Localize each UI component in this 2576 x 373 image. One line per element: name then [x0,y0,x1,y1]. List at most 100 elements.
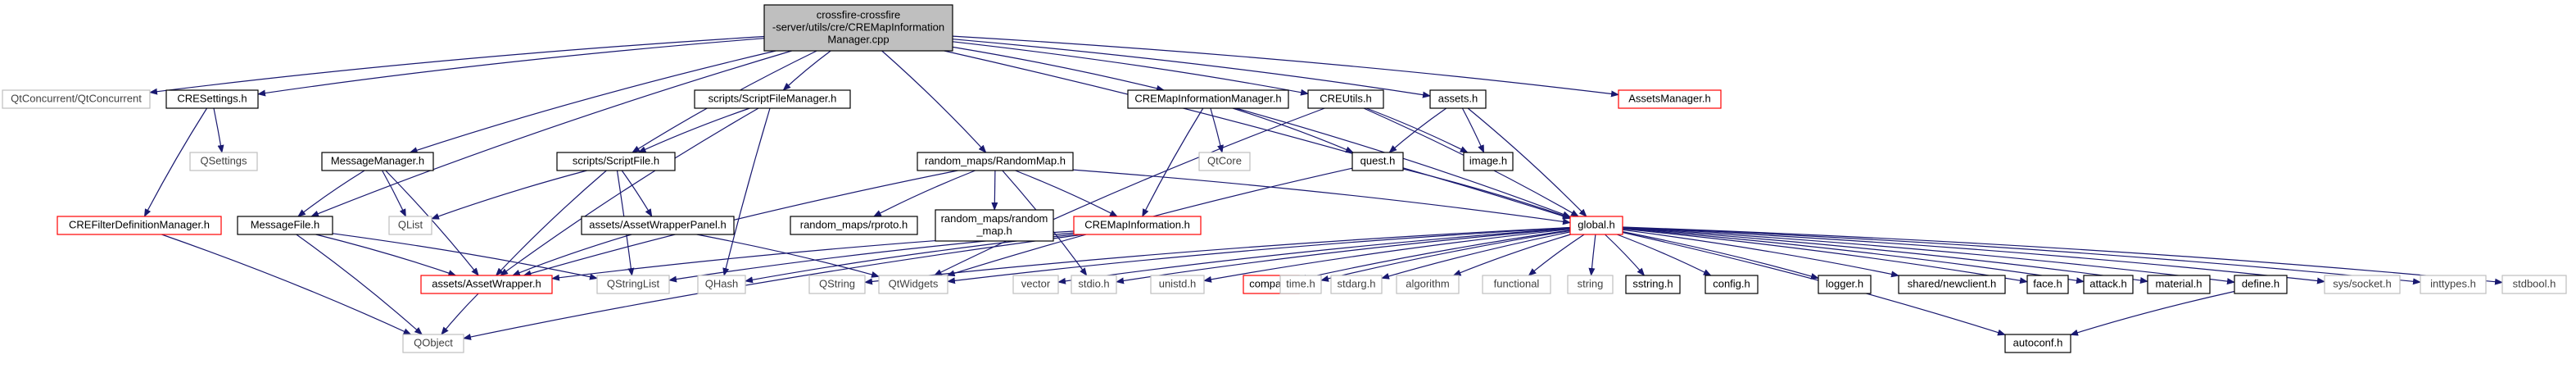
node-qhash[interactable]: QHash [697,275,746,294]
node-qlist[interactable]: QList [388,216,432,235]
node-qstringlist[interactable]: QStringList [596,275,670,294]
node-box-time [1279,275,1322,294]
node-label-randommap: random_maps/RandomMap.h [925,155,1066,167]
node-randommap[interactable]: random_maps/RandomMap.h [917,152,1074,171]
node-syssocket[interactable]: sys/socket.h [2324,275,2401,294]
edge-global-to-inttypes [1622,226,2421,285]
node-box-quest [1351,152,1404,171]
node-stdarg[interactable]: stdarg.h [1330,275,1383,294]
node-assets[interactable]: assets.h [1429,89,1487,109]
node-image[interactable]: image.h [1463,152,1514,171]
node-global[interactable]: global.h [1569,216,1623,235]
node-autoconf[interactable]: autoconf.h [2004,334,2071,353]
node-box-qhash [697,275,746,294]
node-box-qlist [388,216,432,235]
node-define[interactable]: define.h [2234,275,2288,294]
node-box-creutils [1307,89,1384,109]
node-unistd[interactable]: unistd.h [1150,275,1205,294]
node-inttypes[interactable]: inttypes.h [2420,275,2487,294]
node-box-material [2147,275,2211,294]
edge-messagefile-to-assetwrapper [315,234,457,276]
node-material[interactable]: material.h [2147,275,2211,294]
node-box-sstring [1625,275,1681,294]
node-label-time: time.h [1286,278,1315,290]
edge-global-to-time [1320,230,1571,282]
node-config[interactable]: config.h [1705,275,1759,294]
node-scriptfilemanager[interactable]: scripts/ScriptFileManager.h [694,89,851,109]
node-vector[interactable]: vector [1012,275,1059,294]
node-box-string [1567,275,1614,294]
node-creutils[interactable]: CREUtils.h [1307,89,1384,109]
node-qstring[interactable]: QString [808,275,866,294]
node-functional[interactable]: functional [1482,275,1551,294]
edge-messagemanager-to-assetwrapper [385,170,479,276]
node-box-stdarg [1330,275,1383,294]
node-cremapinfo[interactable]: CREMapInformation.h [1073,216,1202,235]
node-messagemanager[interactable]: MessageManager.h [321,152,434,171]
node-label-assetwrapperpanel: assets/AssetWrapperPanel.h [589,219,726,231]
edge-global-to-stdbool [1622,226,2503,285]
edge-messagemanager-to-messagefile [297,170,365,217]
node-newclient[interactable]: shared/newclient.h [1898,275,2006,294]
node-label-messagefile: MessageFile.h [251,219,320,231]
node-rproto[interactable]: random_maps/rproto.h [790,216,918,235]
node-box-qtwidgets [878,275,948,294]
node-label-random_map: random_maps/random [941,212,1048,225]
node-qsettings[interactable]: QSettings [189,152,258,171]
edges-layer [143,35,2503,340]
node-time[interactable]: time.h [1279,275,1322,294]
node-assetwrapper[interactable]: assets/AssetWrapper.h [420,275,553,294]
node-stdbool[interactable]: stdbool.h [2501,275,2567,294]
node-attack[interactable]: attack.h [2083,275,2134,294]
node-box-random_map [935,209,1054,242]
node-crefilter[interactable]: CREFilterDefinitionManager.h [57,216,222,235]
edge-root-to-creutils [952,41,1309,96]
node-quest[interactable]: quest.h [1351,152,1404,171]
edge-assetwrapperpanel-to-qtwidgets [696,234,880,278]
node-scriptfile[interactable]: scripts/ScriptFile.h [556,152,676,171]
node-stdio[interactable]: stdio.h [1071,275,1117,294]
node-label-quest: quest.h [1360,155,1396,167]
edge-scriptfile-to-assetwrapper [495,170,607,276]
node-cresettings[interactable]: CRESettings.h [165,89,259,109]
node-cremapinfomgr[interactable]: CREMapInformationManager.h [1127,89,1289,109]
nodes-layer: crossfire-crossfire-server/utils/cre/CRE… [2,4,2567,353]
node-label-algorithm: algorithm [1406,278,1449,290]
node-box-messagefile [237,216,333,235]
node-box-global [1569,216,1623,235]
edge-scriptfilemanager-to-assetwrapper [500,107,759,276]
node-assetsmanager[interactable]: AssetsManager.h [1618,89,1722,109]
node-messagefile[interactable]: MessageFile.h [237,216,333,235]
node-label-define: define.h [2242,278,2279,290]
node-label-root: crossfire-crossfire [817,9,901,21]
node-qtwidgets[interactable]: QtWidgets [878,275,948,294]
edge-cremapinfomgr-to-global [1235,107,1571,218]
edge-cremapinfomgr-to-quest [1232,107,1354,153]
node-sstring[interactable]: sstring.h [1625,275,1681,294]
edge-global-to-material [1622,227,2148,284]
node-string[interactable]: string [1567,275,1614,294]
node-root[interactable]: crossfire-crossfire-server/utils/cre/CRE… [763,4,953,52]
node-label-scriptfilemanager: scripts/ScriptFileManager.h [709,93,837,105]
node-assetwrapperpanel[interactable]: assets/AssetWrapperPanel.h [581,216,735,235]
node-box-root [763,4,953,52]
node-label-assetwrapper: assets/AssetWrapper.h [432,278,541,290]
edge-messagemanager-to-qlist [382,170,406,217]
node-qobject[interactable]: QObject [402,334,464,353]
node-logger[interactable]: logger.h [1818,275,1872,294]
node-random_map[interactable]: random_maps/random_map.h [935,209,1054,242]
node-algorithm[interactable]: algorithm [1396,275,1460,294]
node-label-cremapinfo: CREMapInformation.h [1084,219,1190,231]
edge-global-to-vector [1057,227,1571,284]
node-qtconcurrent[interactable]: QtConcurrent/QtConcurrent [2,89,151,109]
node-qtcore[interactable]: QtCore [1198,152,1251,171]
node-box-algorithm [1396,275,1460,294]
node-box-assetwrapper [420,275,553,294]
edge-global-to-stdarg [1381,231,1571,280]
edge-global-to-sstring [1605,234,1646,276]
node-box-rproto [790,216,918,235]
node-face[interactable]: face.h [2026,275,2069,294]
node-box-messagemanager [321,152,434,171]
edge-global-to-string [1588,234,1596,276]
node-label-autoconf: autoconf.h [2013,337,2063,349]
